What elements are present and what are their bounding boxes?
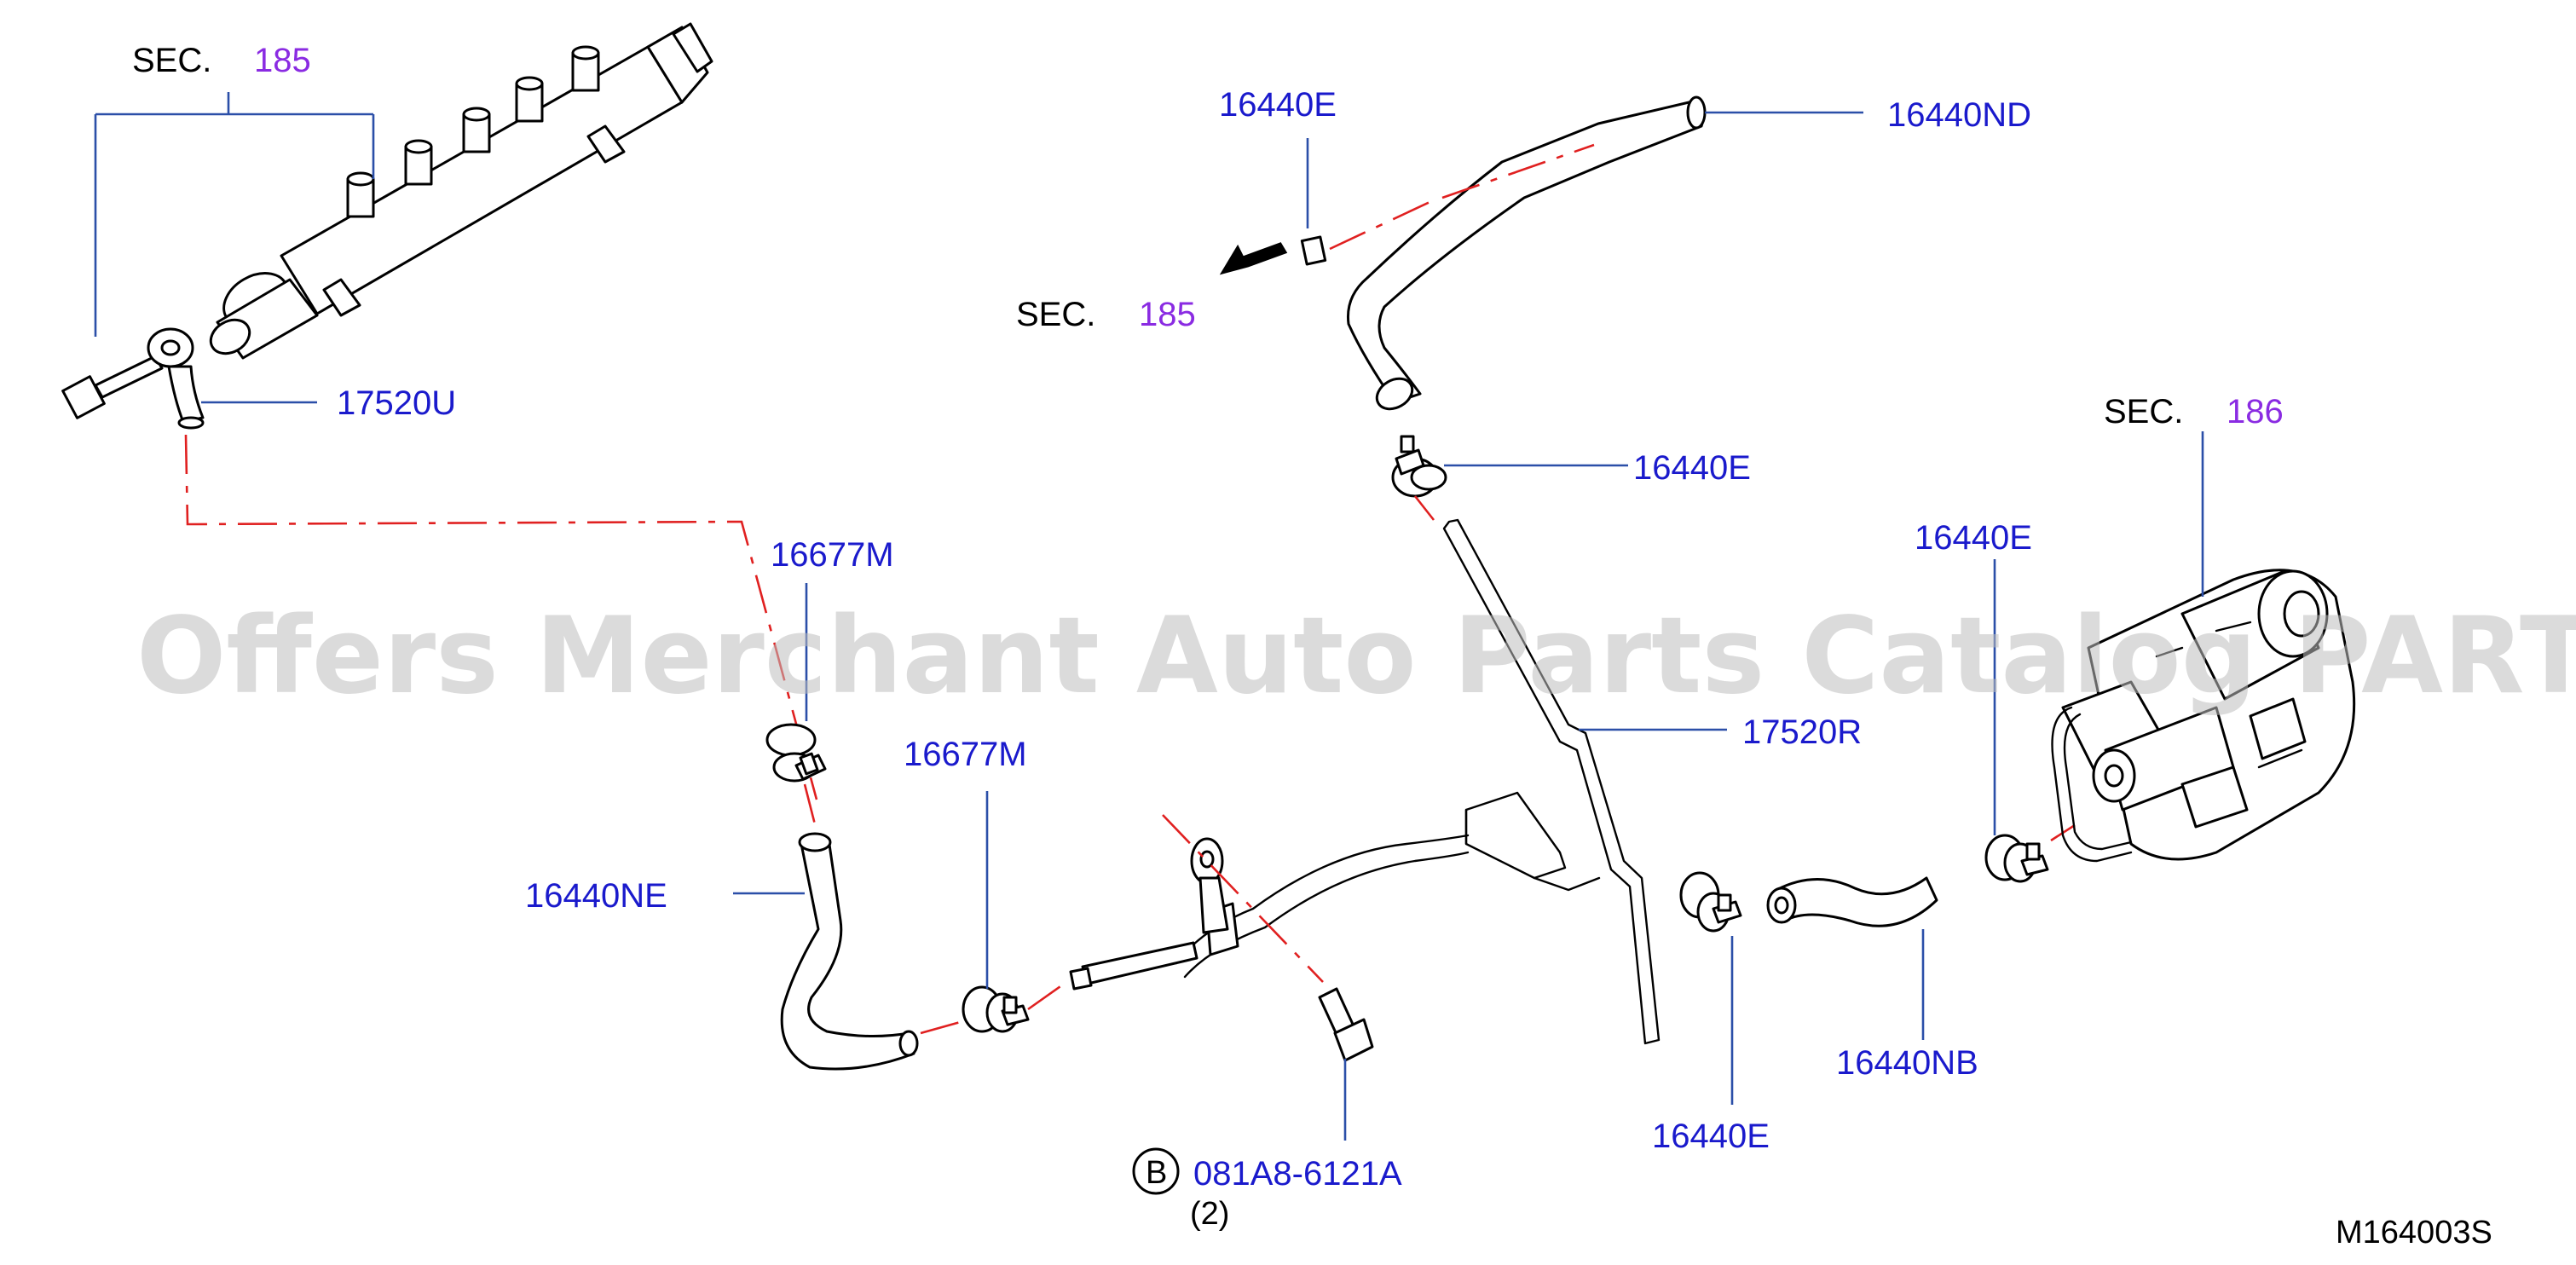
phantom-line-left-clamp [803, 783, 818, 832]
phantom-line-left-hose [920, 1020, 964, 1035]
clamp-upper-small[interactable] [1300, 235, 1327, 266]
bolt-badge-circle [1132, 1147, 1180, 1195]
clamp-left-upper[interactable] [765, 723, 827, 783]
phantom-line-rail-return [184, 434, 818, 800]
callout-17520U[interactable]: 17520U [337, 384, 456, 422]
return-hose-upper[interactable] [1346, 95, 1707, 415]
fuel-rail[interactable] [205, 22, 713, 361]
banjo-bolt[interactable] [61, 355, 164, 419]
section-number: 185 [254, 42, 311, 79]
section-prefix: SEC. [1016, 296, 1095, 333]
callout-16440E-right[interactable]: 16440E [1915, 519, 2032, 557]
section-number: 186 [2227, 393, 2284, 430]
callout-17520R[interactable]: 17520R [1742, 713, 1862, 751]
bolt-quantity: (2) [1190, 1196, 1229, 1232]
phantom-line-mid [1413, 495, 1435, 521]
phantom-line-center-clamp [1027, 979, 1070, 1011]
phantom-line-upper [1329, 143, 1595, 251]
callout-16440E-top[interactable]: 16440E [1219, 86, 1337, 124]
diagram-code: M164003S [2336, 1215, 2492, 1251]
sec-185-hose-ref[interactable]: SEC. 185 [1016, 296, 1196, 333]
callout-081A8-6121A[interactable]: 081A8-6121A [1193, 1155, 1402, 1193]
arrow-to-sec-185 [1219, 242, 1288, 275]
callout-16440NE[interactable]: 16440NE [525, 877, 667, 915]
callout-16677M-left[interactable]: 16677M [771, 536, 894, 574]
bracket-bolt[interactable] [1318, 987, 1374, 1062]
leader-sec-185-rail [94, 92, 375, 337]
sec-185-rail-ref[interactable]: SEC. 185 [132, 42, 311, 79]
fuel-tube-assembly[interactable] [1069, 518, 1661, 1045]
clamp-right-lower[interactable] [1679, 871, 1742, 933]
banjo-fitting[interactable] [147, 327, 205, 430]
callout-16440ND[interactable]: 16440ND [1887, 96, 2031, 134]
watermark: Offers Merchant Auto Parts Catalog PARTS… [136, 595, 2576, 718]
fuel-pump[interactable] [2051, 569, 2356, 863]
clamp-center[interactable] [962, 985, 1030, 1033]
sec-186-pump-ref[interactable]: SEC. 186 [2104, 393, 2284, 430]
callout-16440NB[interactable]: 16440NB [1836, 1044, 1978, 1082]
bolt-reference[interactable]: B 081A8-6121A (2) [1132, 1147, 1402, 1232]
clamp-middle[interactable] [1391, 435, 1447, 498]
callout-16440E-mid[interactable]: 16440E [1633, 449, 1751, 487]
section-number: 185 [1139, 296, 1196, 333]
section-prefix: SEC. [132, 42, 211, 79]
callout-16440E-lower[interactable]: 16440E [1652, 1118, 1770, 1155]
section-prefix: SEC. [2104, 393, 2183, 430]
bolt-badge-letter: B [1146, 1155, 1167, 1191]
return-hose-right[interactable] [1766, 876, 1938, 927]
phantom-line-bolt [1162, 814, 1324, 983]
callout-16677M-center[interactable]: 16677M [904, 736, 1027, 773]
return-hose-left[interactable] [780, 832, 919, 1071]
clamp-right-upper[interactable] [1984, 834, 2049, 883]
